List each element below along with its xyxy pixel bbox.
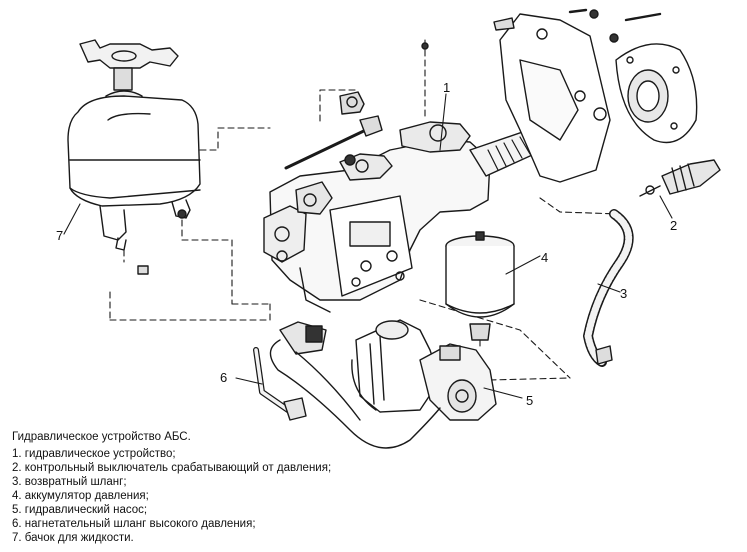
high-pressure-hose: [253, 321, 441, 449]
legend-item: 2. контрольный выключатель срабатывающий…: [12, 462, 332, 474]
callout-1: 1: [443, 80, 450, 95]
brake-booster-flange: [615, 43, 698, 144]
dashed-guides: [109, 39, 621, 381]
callout-4: 4: [541, 250, 548, 265]
pressure-accumulator: [445, 231, 515, 341]
legend-item: 3. возвратный шланг;: [12, 476, 127, 488]
mounting-bracket: [493, 8, 662, 183]
callout-7: 7: [56, 228, 63, 243]
legend-item: 5. гидравлический насос;: [12, 504, 148, 516]
callout-leaders: [63, 93, 673, 399]
return-hose: [583, 209, 634, 367]
callout-5: 5: [526, 393, 533, 408]
legend-item: 6. нагнетательный шланг высокого давлени…: [12, 518, 256, 530]
hydraulic-pump: [351, 319, 497, 421]
fluid-reservoir: [67, 39, 201, 275]
legend-item: 4. аккумулятор давления;: [12, 490, 149, 502]
hydraulic-unit: [263, 42, 553, 313]
callout-2: 2: [670, 218, 677, 233]
callout-labels: 1 2 3 4 5 6 7: [56, 80, 677, 408]
caption-title: Гидравлическое устройство АБС.: [12, 431, 191, 443]
pressure-switch: [639, 159, 721, 197]
legend-item: 1. гидравлическое устройство;: [12, 448, 176, 460]
figure-caption: Гидравлическое устройство АБС. 1. гидрав…: [12, 430, 332, 545]
legend-item: 7. бачок для жидкости.: [12, 532, 134, 544]
callout-6: 6: [220, 370, 227, 385]
callout-3: 3: [620, 286, 627, 301]
